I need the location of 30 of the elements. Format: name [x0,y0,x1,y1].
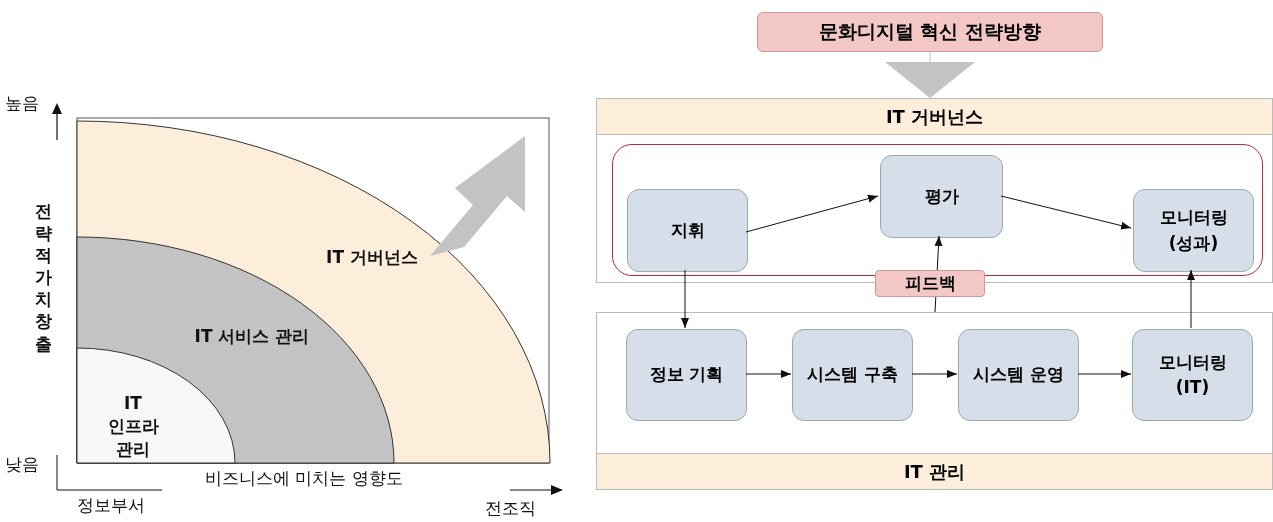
chevron-arrow [885,51,975,99]
process-box: 시스템 구축 [792,329,913,421]
axis-label: 비즈니스에 미치는 영향도 [205,467,403,490]
arrow [911,370,958,378]
edge-label: 피드백 [875,270,985,297]
heading-box: 문화디지털 혁신 전략방향 [757,12,1103,52]
process-box: 지휘 [627,189,748,272]
arrow [745,194,879,233]
arrow [745,370,792,378]
panel-heading: IT 관리 [597,453,1272,489]
arrow [681,269,689,329]
process-box: 정보 기획 [626,329,747,421]
process-box: 모니터링 (IT) [1132,329,1253,421]
group-frame [612,144,1263,276]
axis-label: 전조직 [485,497,536,520]
panel [596,312,1273,490]
process-box: 평가 [880,155,1003,238]
band-label: IT 인프라 관리 [106,392,160,461]
process-box: 시스템 운영 [958,329,1079,421]
arrow [1077,370,1132,378]
arrow [1000,195,1132,230]
process-box: 모니터링 (성과) [1133,189,1254,272]
axis-label: 낮음 [5,453,39,476]
band-label: IT 거버넌스 [325,246,419,269]
axis-label: 전략적 가치창출 [34,200,53,355]
band-label: IT 서비스 관리 [193,325,311,348]
arrow [1187,269,1195,329]
axis-label: 정보부서 [77,494,145,517]
panel-heading: IT 거버넌스 [597,99,1272,135]
axis-label: 높음 [5,92,39,115]
